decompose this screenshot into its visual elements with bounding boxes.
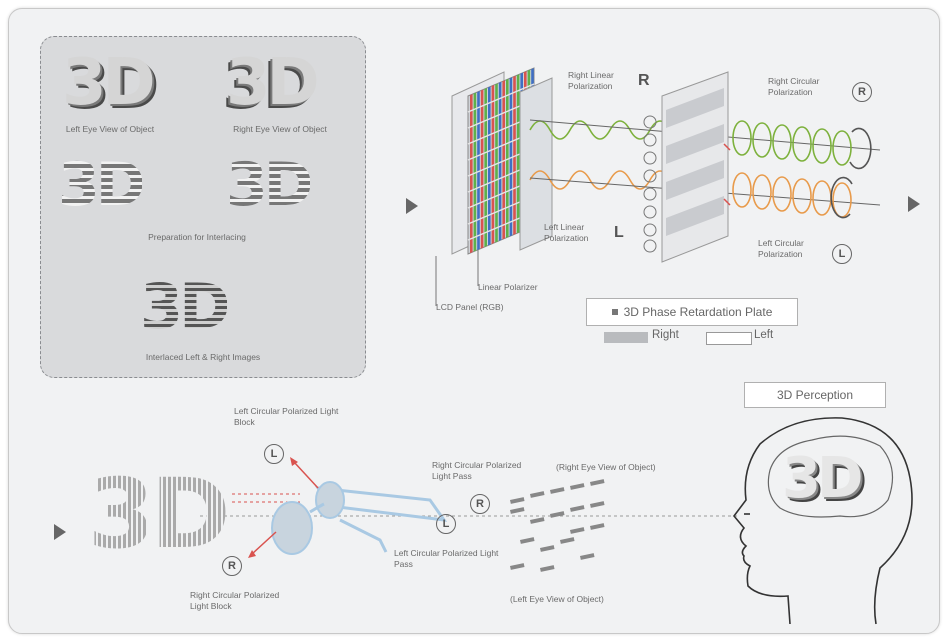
legend-right-swatch xyxy=(604,332,648,343)
rgb-subpixel-column xyxy=(513,75,516,235)
rgb-subpixel-column xyxy=(488,86,491,246)
eye-view-fragments xyxy=(509,479,605,572)
right-striped-3d-image: 3D xyxy=(226,150,314,220)
polarization-symbol-column xyxy=(643,115,657,253)
left-circular-pass-label: Left Circular Polarized Light Pass xyxy=(394,548,499,569)
rgb-subpixel-column xyxy=(502,80,505,240)
rgb-subpixel-column xyxy=(516,74,520,234)
orange-linear-wave xyxy=(529,170,671,190)
left-circular-polarization-label: Left Circular Polarization xyxy=(758,238,804,259)
right-circular-block-label: Right Circular Polarized Light Block xyxy=(190,590,280,611)
perception-label-box: 3D Perception xyxy=(744,382,886,408)
left-circular-helix xyxy=(732,172,853,219)
phase-retardation-plate-label: 3D Phase Retardation Plate xyxy=(586,298,798,326)
lcd-panel-label: LCD Panel (RGB) xyxy=(436,302,504,312)
green-linear-wave xyxy=(529,120,671,140)
phase-plate-text: 3D Phase Retardation Plate xyxy=(623,305,773,319)
left-linear-l-letter: L xyxy=(614,224,624,241)
perceived-3d-image: 3D xyxy=(782,446,863,511)
left-circular-l-symbol: L xyxy=(832,244,852,264)
right-circular-pass-label: Right Circular Polarized Light Pass xyxy=(432,460,522,481)
rgb-subpixel-column xyxy=(473,92,477,252)
left-block-l-symbol: L xyxy=(264,444,284,464)
left-eye-view-object-label: (Left Eye View of Object) xyxy=(510,594,604,604)
left-eye-3d-image: 3D xyxy=(62,46,156,120)
right-linear-r-letter: R xyxy=(638,72,650,89)
rgb-subpixel-column xyxy=(484,87,487,248)
left-linear-polarization-label: Left Linear Polarization xyxy=(544,222,589,243)
human-head-outline xyxy=(732,417,913,625)
preparation-label: Preparation for Interlacing xyxy=(148,232,246,242)
rgb-subpixel-column xyxy=(495,83,498,243)
interlaced-screen-3d: 3D xyxy=(88,458,230,570)
legend-left-label: Left xyxy=(754,329,774,341)
rgb-subpixel-column xyxy=(491,84,495,244)
right-eye-3d-image: 3D xyxy=(226,46,320,120)
right-eye-view-label: Right Eye View of Object xyxy=(233,124,327,134)
right-circular-polarization-label: Right Circular Polarization xyxy=(768,76,820,97)
right-circular-r-symbol: R xyxy=(852,82,872,102)
right-block-r-symbol: R xyxy=(222,556,242,576)
rgb-subpixel-column xyxy=(498,81,502,241)
linear-polarizer-label: Linear Polarizer xyxy=(478,282,538,292)
legend-right-label: Right xyxy=(652,329,679,341)
legend-left-swatch xyxy=(706,332,752,345)
flow-arrow-2 xyxy=(908,196,920,212)
flow-arrow-3 xyxy=(54,524,66,540)
right-pass-r-symbol: R xyxy=(470,494,490,514)
interlaced-3d-image: 3D xyxy=(140,270,231,343)
flow-arrow-1 xyxy=(406,198,418,214)
left-striped-3d-image: 3D xyxy=(58,150,146,220)
polarized-glasses xyxy=(271,481,448,555)
rgb-subpixel-column xyxy=(509,77,513,237)
right-circular-helix xyxy=(732,120,872,170)
phase-retardation-plate xyxy=(661,71,729,263)
interlaced-label: Interlaced Left & Right Images xyxy=(145,352,261,362)
rgb-subpixel-column xyxy=(477,90,480,251)
perception-text: 3D Perception xyxy=(776,388,854,402)
rgb-subpixel-column xyxy=(470,94,473,254)
phase-plate-bullet xyxy=(611,309,618,315)
pixel-row-divider xyxy=(467,83,535,113)
right-linear-polarization-label: Right Linear Polarization xyxy=(568,70,614,91)
rgb-subpixel-column xyxy=(506,78,509,238)
left-eye-view-label: Left Eye View of Object xyxy=(65,124,155,134)
right-eye-view-object-label: (Right Eye View of Object) xyxy=(556,462,656,472)
rgb-subpixel-column xyxy=(480,89,484,249)
left-circular-block-label: Left Circular Polarized Light Block xyxy=(234,406,339,427)
left-pass-l-symbol: L xyxy=(436,514,456,534)
interlacing-preparation-panel xyxy=(40,36,366,378)
